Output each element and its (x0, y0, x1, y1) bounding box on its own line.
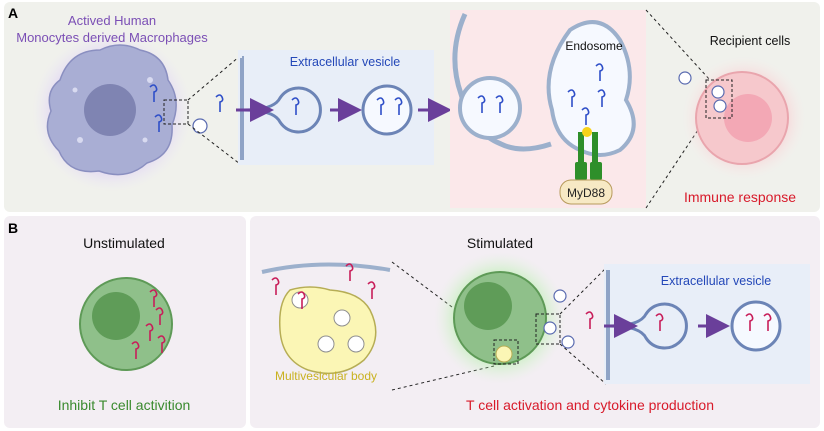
extracellular-vesicle-b (730, 300, 782, 352)
inhibit-label: Inhibit T cell activition (58, 397, 191, 413)
recipient-cells-label: Recipient cells (710, 34, 791, 48)
stimulated-t-cell (434, 252, 566, 384)
immune-response-label: Immune response (684, 189, 796, 205)
endosome-label: Endosome (565, 39, 623, 53)
macrophage-label-line2: Monocytes derived Macrophages (16, 30, 208, 45)
zoom-box-macrophage (163, 99, 189, 125)
small-vesicle (192, 118, 208, 134)
zoom-box-recipient (705, 79, 733, 119)
extracellular-vesicle-label-a: Extracellular vesicle (290, 55, 401, 69)
zoom-box-ev (535, 313, 561, 345)
stimulated-label: Stimulated (467, 235, 533, 251)
multivesicular-body (278, 286, 377, 375)
internalized-vesicle (458, 76, 522, 140)
unstimulated-t-cell (79, 277, 173, 371)
unstimulated-label: Unstimulated (83, 235, 165, 251)
extracellular-vesicle-label-b: Extracellular vesicle (661, 274, 772, 288)
macrophage-label-line1: Actived Human (68, 13, 156, 28)
tlr-receptor (575, 127, 602, 180)
recipient-cell (682, 56, 806, 180)
myd88-label: MyD88 (567, 186, 605, 200)
macrophage (32, 32, 192, 192)
endosome (546, 20, 636, 157)
zoom-box-mvb (493, 339, 519, 365)
panel-b-letter: B (8, 220, 18, 236)
myd88-adapter (559, 179, 613, 205)
panel-a-letter: A (8, 5, 18, 21)
extracellular-vesicle (361, 84, 413, 136)
activation-label: T cell activation and cytokine productio… (466, 397, 714, 413)
multivesicular-body-label: Multivesicular body (275, 369, 377, 383)
